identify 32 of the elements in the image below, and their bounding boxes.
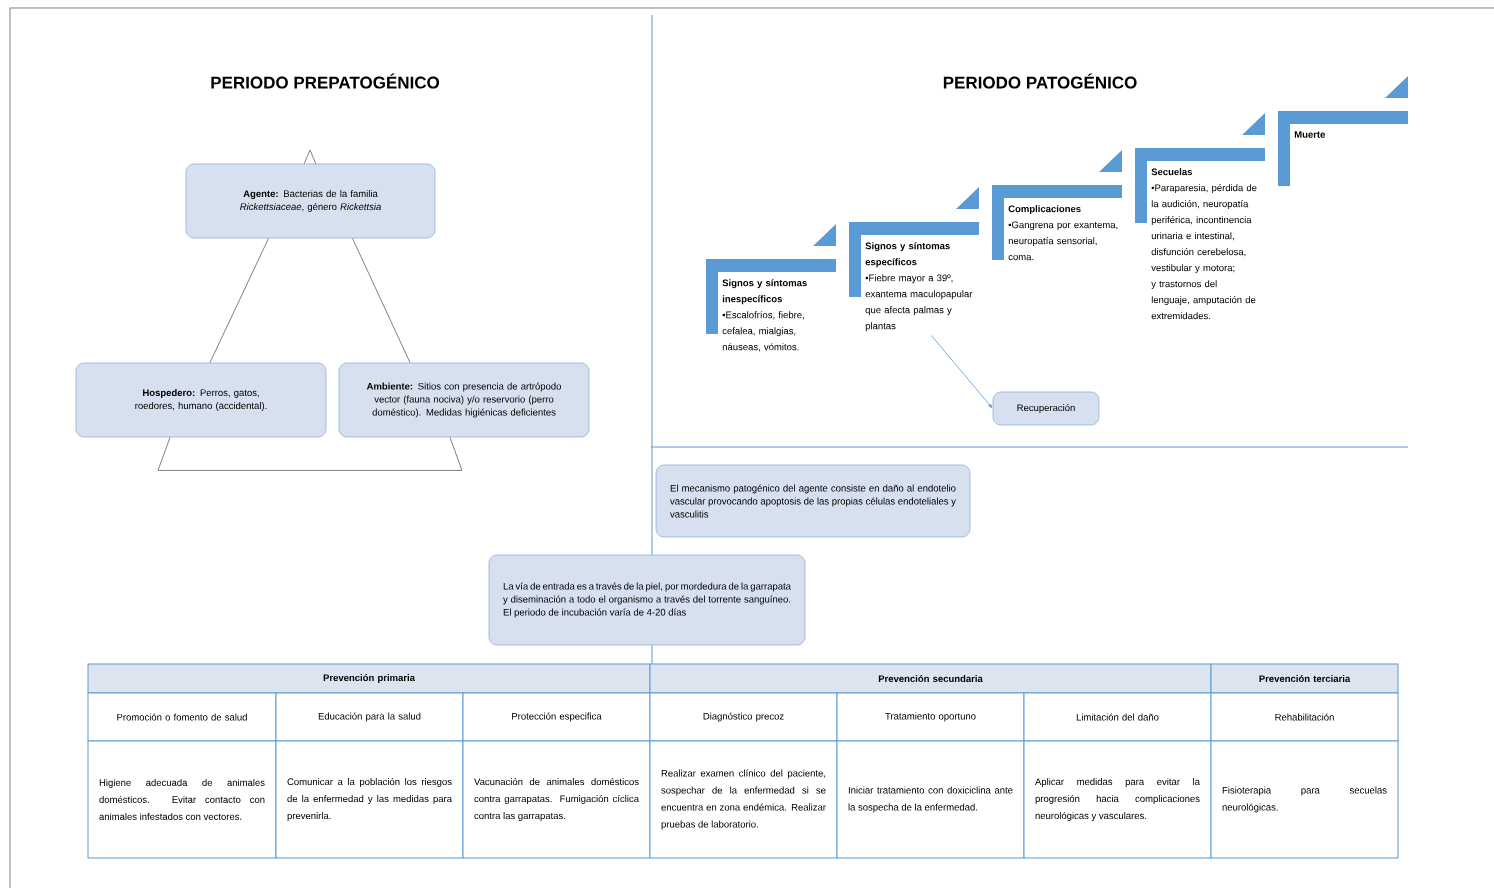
connector-line bbox=[157, 437, 463, 471]
step-box: Signos y síntomas inespecíficos •Escalofríos, fiebre, cefalea, mialgias, náuseas, vómitos. bbox=[706, 224, 836, 352]
node-label: Signos y síntomas inespecíficos bbox=[722, 279, 807, 305]
step-box: Secuelas •Paraparesia, pérdida de la audición, neuropatía periférica, incontinencia urinaria e intestinal, disfunción cerebelosa, vestibular y motora; y trastornos del lenguaje, amputación de extremidades. bbox=[1135, 113, 1265, 320]
connector-line bbox=[352, 238, 411, 363]
node-label: Signos y síntomas específicos bbox=[865, 242, 950, 268]
node-label: Secuelas bbox=[1151, 168, 1193, 176]
node-label: •Escalofríos, fiebre, cefalea, mialgias, náuseas, vómitos. bbox=[722, 311, 804, 352]
table-cell: Rehabilitación bbox=[1210, 692, 1399, 742]
node-label: •Gangrena por exantema, neuropatía sensorial, coma. bbox=[1008, 221, 1118, 261]
node-label: •Fiebre mayor a 39º, exantema maculopapular que afecta palmas y plantas bbox=[865, 274, 973, 332]
section-title: PERIODO PATOGÉNICO bbox=[943, 73, 1137, 89]
step-box: Signos y síntomas específicos •Fiebre mayor a 39º, exantema maculopapular que afecta palmas y plantas bbox=[849, 187, 979, 332]
connector-line bbox=[209, 238, 269, 363]
table-header: Prevención primaria bbox=[87, 663, 651, 694]
step-box: Muerte bbox=[1278, 76, 1408, 186]
table-cell: Tratamiento oportuno bbox=[836, 692, 1025, 742]
arrow bbox=[930, 334, 993, 409]
table-cell: Protección especifica bbox=[462, 692, 651, 742]
section-title: PERIODO PREPATOGÉNICO bbox=[211, 73, 440, 89]
outcome-box: Recuperación bbox=[992, 391, 1100, 426]
text-box: La vía de entrada es a través de la piel, por mordedura de la garrapata y diseminación a todo el organismo a través del torrente sanguíneo. El periodo de incubación varía de 4-20 días bbox=[488, 554, 806, 646]
table-cell: Diagnóstico precoz bbox=[649, 692, 838, 742]
table-header: Prevención terciaria bbox=[1210, 663, 1399, 694]
node-label: Muerte bbox=[1294, 131, 1326, 138]
step-box: Complicaciones •Gangrena por exantema, neuropatía sensorial, coma. bbox=[992, 150, 1122, 261]
table-cell: Limitación del daño bbox=[1023, 692, 1212, 742]
table-cell: Promoción o fomento de salud bbox=[87, 692, 277, 742]
table-cell: Educación para la salud bbox=[275, 692, 464, 742]
node-label: Complicaciones bbox=[1008, 205, 1081, 215]
node-label: •Paraparesia, pérdida de la audición, neuropatía periférica, incontinencia urinaria e intestinal, disfunción cerebelosa, vestibular y motora; y trastornos del lenguaje, amputación de extremidades. bbox=[1151, 184, 1257, 320]
text-box: El mecanismo patogénico del agente consiste en daño al endotelio vascular provocando apoptosis de las propias células endoteliales y vasculitis bbox=[655, 464, 971, 538]
